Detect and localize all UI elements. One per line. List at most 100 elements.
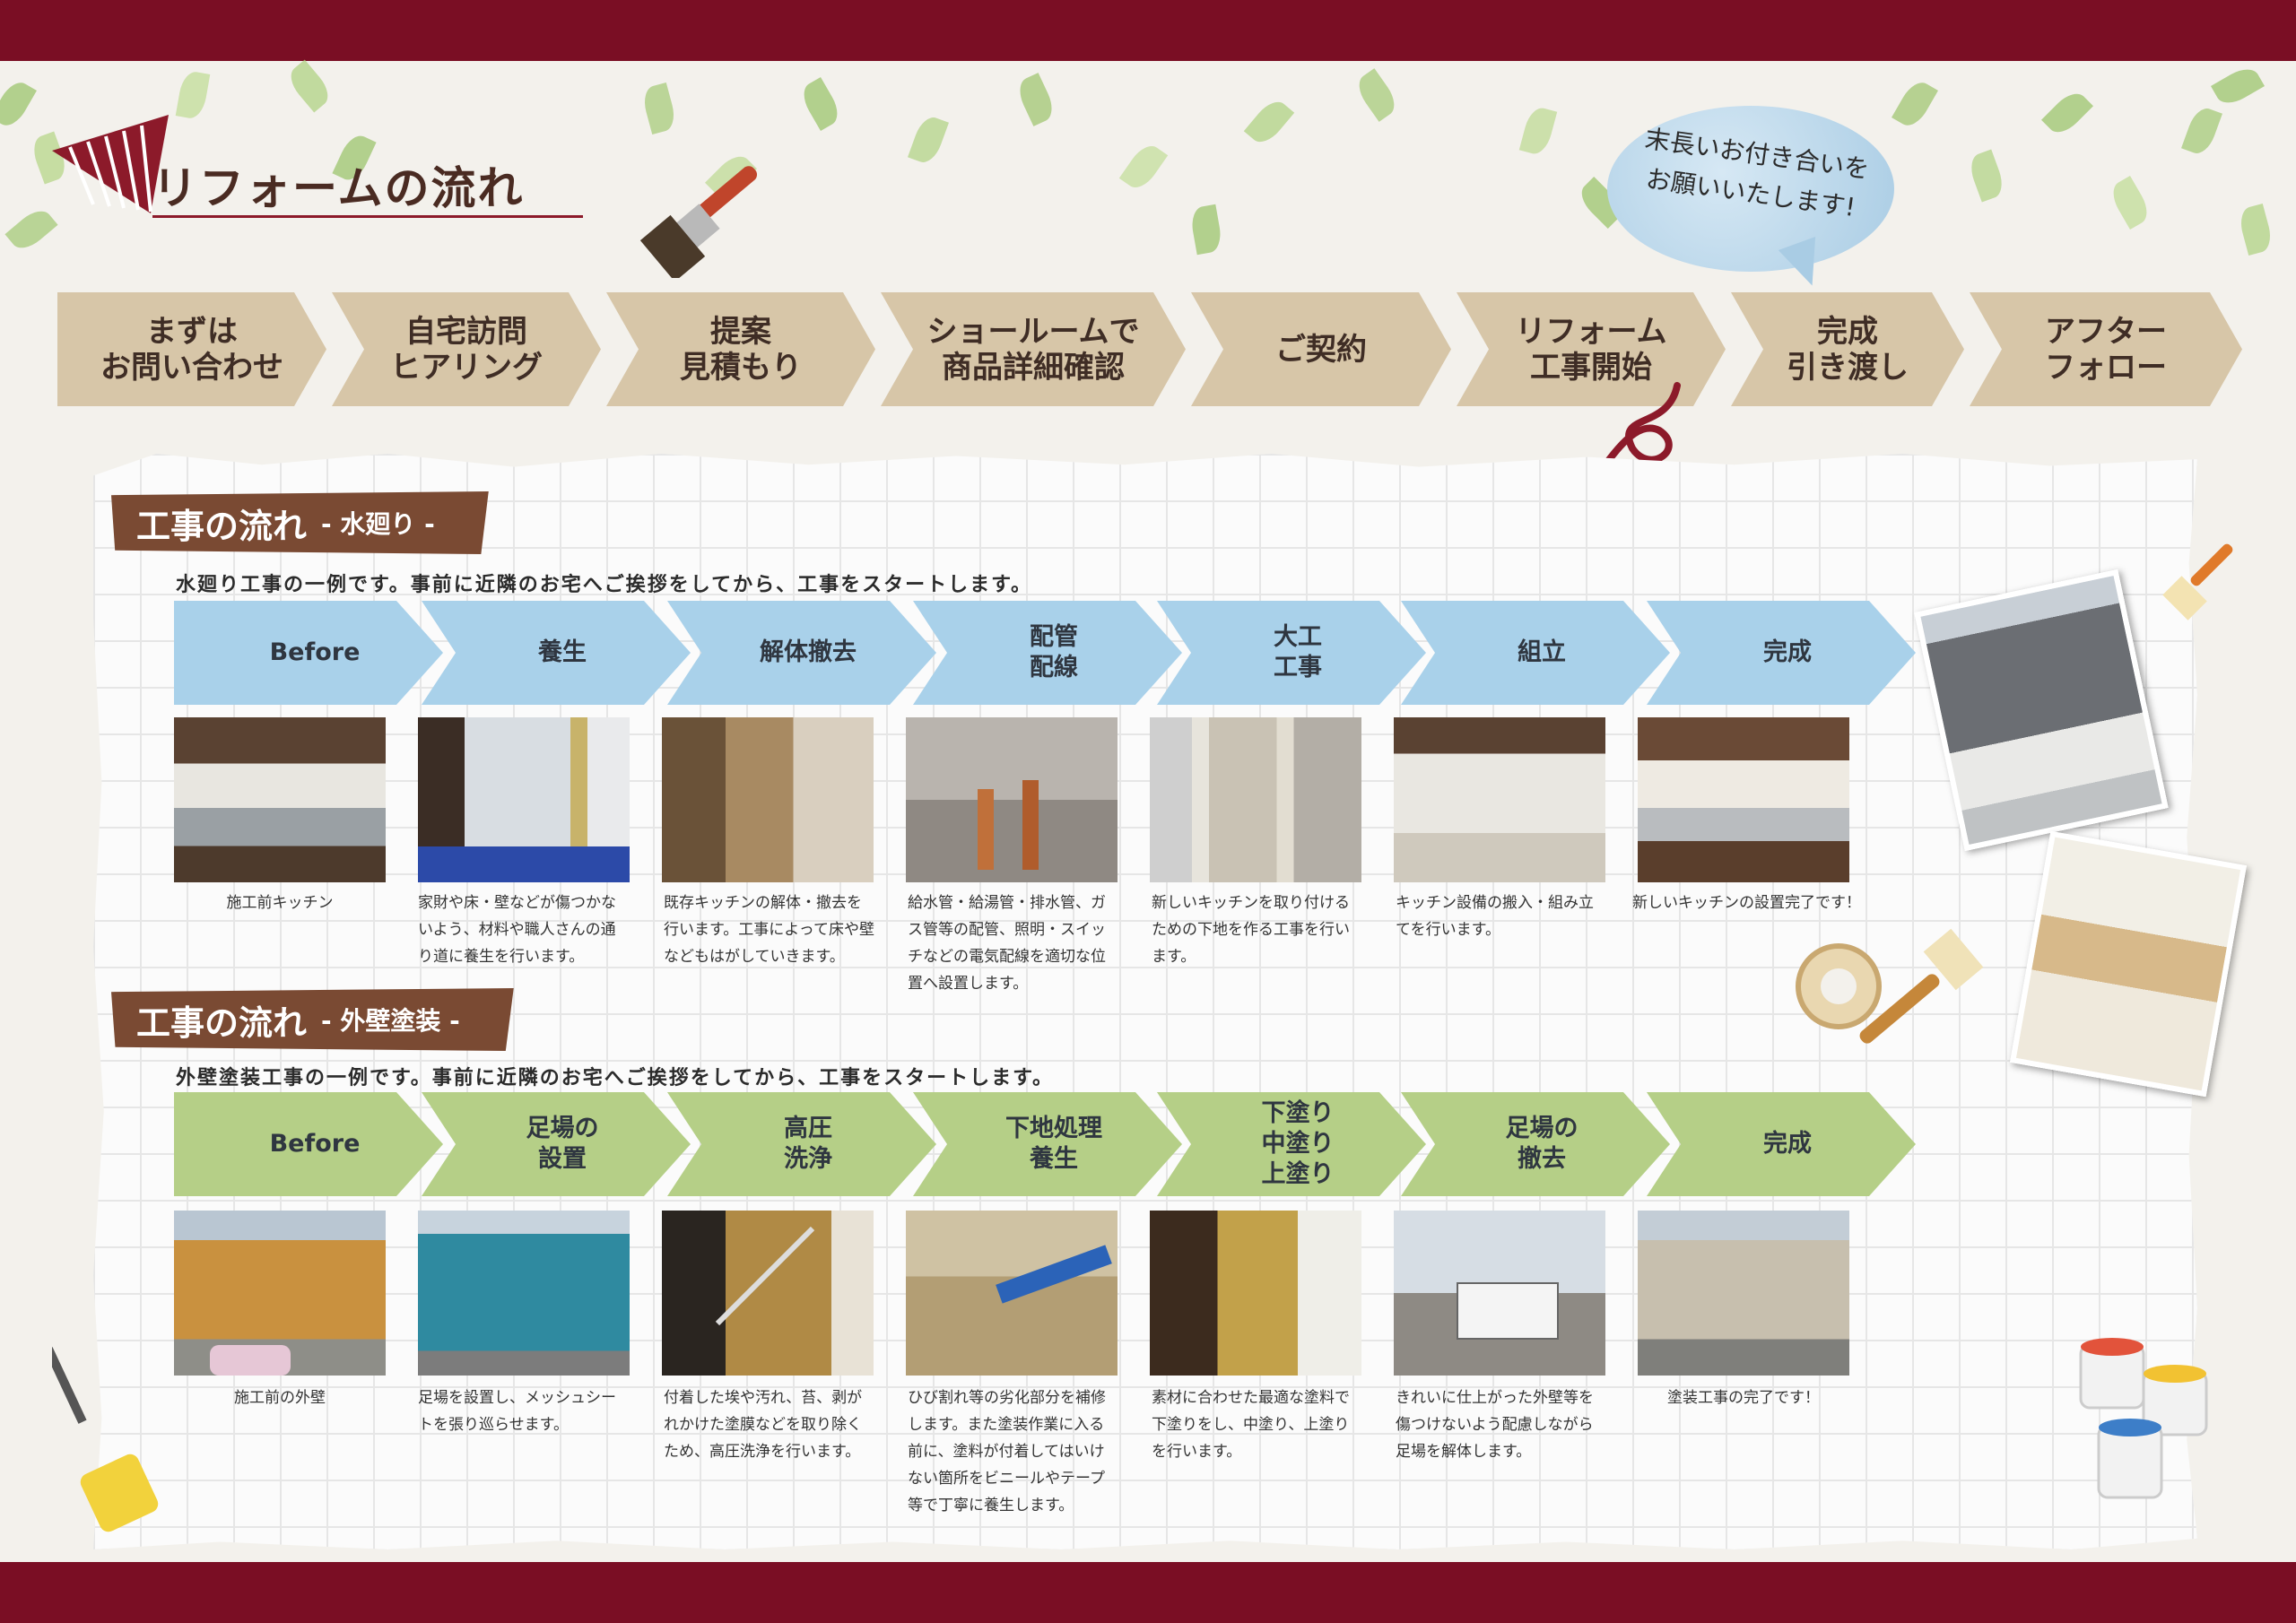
caption-exterior-3: ひび割れ等の劣化部分を補修します。また塗装作業に入る前に、塗料が付着してはいけな… (908, 1389, 1106, 1515)
exterior-step-scaffold: 足場の設置 (422, 1092, 691, 1196)
process-step-line2: 商品詳細確認 (941, 349, 1125, 386)
caption-exterior-4: 素材に合わせた最適な塗料で下塗りをし、中塗り、上塗りを行います。 (1152, 1389, 1350, 1461)
exterior-step-wash: 高圧洗浄 (667, 1092, 936, 1196)
step-label: 下地処理 (1005, 1115, 1102, 1142)
photo-repair (906, 1211, 1118, 1376)
photo-demolition (662, 717, 874, 882)
process-step-line1: ショールームで (926, 313, 1140, 350)
process-step-line1: 自宅訪問 (405, 313, 527, 350)
photo-scaffold-removal (1394, 1211, 1605, 1376)
caption-water-1: 家財や床・壁などが傷つかないよう、材料や職人さんの通り道に養生を行います。 (418, 894, 616, 966)
photo-exterior-before (174, 1211, 386, 1376)
caption-water-2: 既存キッチンの解体・撤去を行います。工事によって床や壁などもはがしていきます。 (664, 894, 874, 966)
caption-water-4: 新しいキッチンを取り付けるための下地を作る工事を行います。 (1152, 894, 1350, 966)
exterior-step-coating: 下塗り中塗り上塗り (1157, 1092, 1426, 1196)
photo-exterior-complete (1638, 1211, 1849, 1376)
section-subtitle-text: - 水廻り - (321, 509, 435, 539)
speech-bubble (1607, 106, 1894, 272)
paint-roller-icon (52, 1347, 159, 1532)
step-label-2: 工事 (1274, 654, 1322, 681)
caption-exterior-6: 塗装工事の完了です！ (1667, 1389, 1820, 1407)
process-step-line1: 完成 (1817, 313, 1878, 350)
top-band (0, 0, 2296, 61)
step-label: 大工 (1274, 623, 1322, 651)
step-label: Before (269, 1130, 361, 1158)
water-step-piping: 配管配線 (913, 601, 1182, 705)
step-label: 配管 (1030, 623, 1078, 651)
process-step-aftercare: アフターフォロー (1970, 292, 2242, 406)
process-step-line1: アフター (2045, 313, 2167, 350)
process-step-proposal: 提案見積もり (606, 292, 875, 406)
water-step-before: Before (174, 601, 443, 705)
process-step-inquiry: まずはお問い合わせ (57, 292, 326, 406)
step-label: 組立 (1518, 638, 1566, 666)
caption-water-3: 給水管・給湯管・排水管、ガス管等の配管、照明・スイッチなどの電気配線を適切な位置… (908, 894, 1106, 993)
step-label-2: 中塗り (1261, 1130, 1335, 1158)
water-step-demolition: 解体撤去 (667, 601, 936, 705)
caption-water-5: キッチン設備の搬入・組み立てを行います。 (1396, 894, 1594, 939)
photo-painting (1150, 1211, 1361, 1376)
process-step-line1: リフォーム (1515, 313, 1667, 350)
step-label-2: 撤去 (1518, 1145, 1566, 1173)
photo-kitchen-before (174, 717, 386, 882)
caption-exterior-5: きれいに仕上がった外壁等を傷つけないよう配慮しながら足場を解体します。 (1396, 1389, 1594, 1461)
section-subtitle-text: - 外壁塗装 - (321, 1006, 460, 1036)
page-title: リフォームの流れ (152, 162, 525, 214)
process-step-line1: まずは (146, 313, 238, 350)
process-step-line2: 工事開始 (1529, 349, 1652, 386)
bottom-band (0, 1562, 2296, 1623)
striped-flag-icon (52, 115, 169, 213)
small-brush-icon (2162, 543, 2233, 621)
water-step-assembly: 組立 (1401, 601, 1670, 705)
process-step-line2: ヒアリング (390, 349, 543, 386)
exterior-step-scaffold-removal: 足場の撤去 (1401, 1092, 1670, 1196)
photo-piping (906, 717, 1118, 882)
step-label-2: 洗浄 (784, 1145, 832, 1173)
photo-assembly (1394, 717, 1605, 882)
process-step-hearing: 自宅訪問ヒアリング (332, 292, 601, 406)
water-step-curing: 養生 (422, 601, 691, 705)
section-title-text: 工事の流れ (136, 1002, 308, 1043)
process-step-line2: 引き渡し (1787, 349, 1909, 386)
section-description-water: 水廻り工事の一例です。事前に近隣のお宅へご挨拶をしてから、工事をスタートします。 (176, 574, 1032, 596)
section-title-text: 工事の流れ (136, 506, 308, 546)
section-description-exterior: 外壁塗装工事の一例です。事前に近隣のお宅へご挨拶をしてから、工事をスタートします… (176, 1067, 1054, 1089)
caption-water-6: 新しいキッチンの設置完了です！ (1632, 894, 1861, 912)
water-step-complete: 完成 (1647, 601, 1916, 705)
exterior-step-complete: 完成 (1647, 1092, 1916, 1196)
step-label: 足場の (1505, 1115, 1578, 1142)
interior-photo (2009, 830, 2248, 1098)
exterior-step-prep: 下地処理養生 (913, 1092, 1182, 1196)
process-step-showroom: ショールームで商品詳細確認 (881, 292, 1186, 406)
tape-and-brush-icon (1796, 928, 1984, 1044)
photo-kitchen-complete (1638, 717, 1849, 882)
step-label: 完成 (1763, 638, 1812, 666)
process-step-construction-start: リフォーム工事開始 (1457, 292, 1726, 406)
section-title-exterior: 工事の流れ - 外壁塗装 - (111, 988, 514, 1051)
section-title-water: 工事の流れ - 水廻り - (111, 491, 489, 554)
title-underline (152, 215, 583, 218)
step-label: 解体撤去 (760, 638, 857, 666)
process-step-contract: ご契約 (1191, 292, 1451, 406)
step-label-2: 養生 (1030, 1145, 1078, 1173)
caption-exterior-0: 施工前の外壁 (234, 1389, 326, 1407)
process-step-line2: 見積もり (680, 349, 802, 386)
step-label: Before (269, 638, 361, 666)
step-label-2: 設置 (538, 1145, 587, 1173)
step-label: 足場の (526, 1115, 599, 1142)
step-label: 下塗り (1261, 1099, 1335, 1127)
paint-cans-icon (2079, 1338, 2208, 1499)
process-step-line2: お問い合わせ (100, 349, 283, 386)
process-step-line1: 提案 (710, 313, 771, 350)
exterior-step-before: Before (174, 1092, 443, 1196)
photo-scaffold (418, 1211, 630, 1376)
process-step-line1: ご契約 (1275, 331, 1367, 368)
paint-brush-icon (639, 166, 758, 278)
caption-exterior-2: 付着した埃や汚れ、苔、剥がれかけた塗膜などを取り除くため、高圧洗浄を行います。 (664, 1389, 863, 1461)
process-step-line2: フォロー (2045, 349, 2167, 386)
caption-water-0: 施工前キッチン (226, 894, 334, 912)
photo-high-pressure-wash (662, 1211, 874, 1376)
caption-exterior-1: 足場を設置し、メッシュシートを張り巡らせます。 (418, 1389, 616, 1434)
step-label: 完成 (1763, 1130, 1812, 1158)
step-label: 養生 (538, 638, 587, 666)
